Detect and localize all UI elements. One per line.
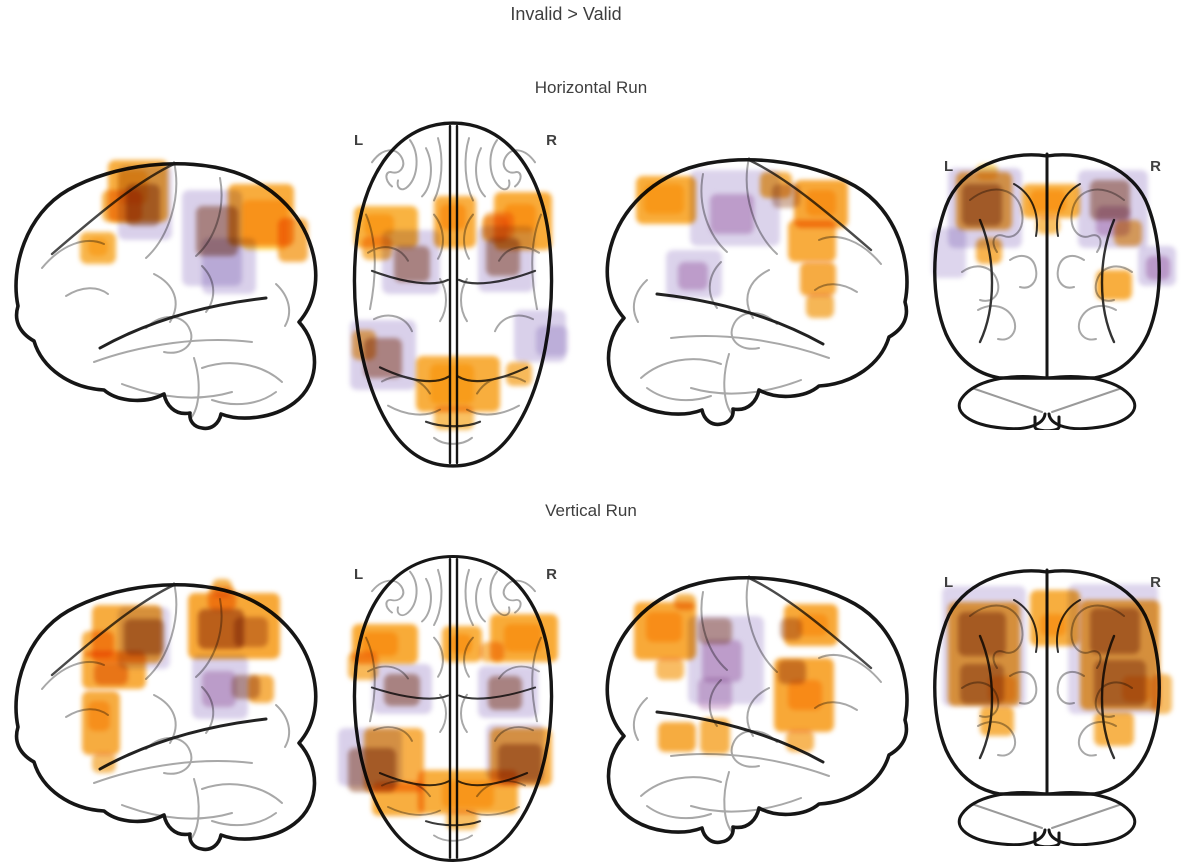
activation-blob [450, 634, 472, 654]
activation-blob [646, 612, 682, 642]
activation-blob [372, 782, 424, 816]
orientation-label-left: L [944, 158, 954, 175]
activation-blob [1030, 190, 1066, 212]
activation-blob [1040, 614, 1066, 636]
activation-blob [780, 618, 802, 640]
activation-blob [678, 262, 708, 290]
activation-blob [88, 701, 110, 731]
activation-blob [658, 722, 696, 752]
activation-blob [798, 614, 828, 636]
activation-blob [506, 362, 532, 386]
activation-blob [698, 678, 732, 710]
activation-blob [1114, 220, 1142, 246]
orientation-label-right: R [1150, 574, 1161, 591]
activation-blob [480, 642, 504, 662]
activation-blob [1146, 256, 1170, 280]
activation-blob [442, 780, 494, 808]
activation-blob [1090, 608, 1140, 654]
brain-panel-horizontal-lateral-left [6, 146, 321, 431]
activation-blob [488, 676, 522, 710]
activation-blob [656, 658, 684, 680]
activation-blob [430, 364, 474, 404]
activation-blob [976, 238, 1002, 264]
activation-blob [788, 680, 822, 710]
activation-blob [932, 228, 966, 278]
activation-blob [698, 618, 732, 644]
activation-blob [1122, 676, 1152, 702]
brain-panel-horizontal-lateral-right [602, 142, 917, 427]
activation-blob [248, 675, 274, 703]
activation-blob [126, 184, 160, 226]
activation-blob [384, 674, 420, 706]
activation-blob [484, 212, 514, 240]
orientation-label-left: L [354, 566, 364, 583]
activation-blob [644, 184, 684, 214]
activation-blob [710, 194, 754, 234]
row-label-horizontal-run: Horizontal Run [534, 78, 648, 97]
activation-blob [788, 220, 836, 262]
activation-blob [394, 246, 430, 282]
activation-blob [124, 619, 164, 655]
brain-panel-vertical-lateral-left [6, 567, 321, 852]
activation-blob [88, 238, 108, 256]
activation-blob [1096, 270, 1132, 300]
activation-blob [202, 238, 256, 294]
activation-blob [958, 612, 1006, 656]
orientation-label-left: L [354, 132, 364, 149]
activation-blob [674, 594, 696, 610]
activation-blob [1094, 712, 1134, 746]
activation-blob [536, 326, 568, 356]
orientation-label-right: R [546, 566, 557, 583]
activation-blob [806, 294, 834, 318]
activation-blob [800, 262, 836, 296]
activation-blob [806, 190, 836, 216]
activation-blob [778, 660, 806, 684]
activation-blob [962, 184, 1002, 226]
brain-panel-vertical-lateral-right [602, 560, 917, 845]
orientation-label-left: L [944, 574, 954, 591]
activation-blob [440, 204, 466, 230]
activation-blob [434, 406, 474, 430]
figure-title: Invalid > Valid [510, 4, 622, 24]
activation-blob [234, 617, 268, 647]
activation-blob [1036, 216, 1060, 234]
row-label-vertical-run: Vertical Run [545, 501, 637, 520]
activation-blob [700, 718, 730, 754]
orientation-label-right: R [1150, 158, 1161, 175]
activation-blob [92, 753, 116, 773]
activation-blob [988, 676, 1016, 702]
activation-blob [504, 624, 542, 652]
activation-blob [352, 330, 376, 360]
activation-blob [278, 218, 308, 262]
activation-blob [212, 579, 232, 597]
activation-blob [980, 706, 1014, 736]
activation-blob [976, 164, 998, 180]
activation-blob [702, 640, 742, 682]
activation-blob [202, 671, 236, 707]
activation-blob [94, 663, 128, 685]
activation-blob [446, 810, 478, 830]
activation-blob [1152, 674, 1172, 714]
orientation-label-right: R [546, 132, 557, 149]
activation-blob [486, 238, 520, 276]
activation-blob [786, 730, 814, 752]
